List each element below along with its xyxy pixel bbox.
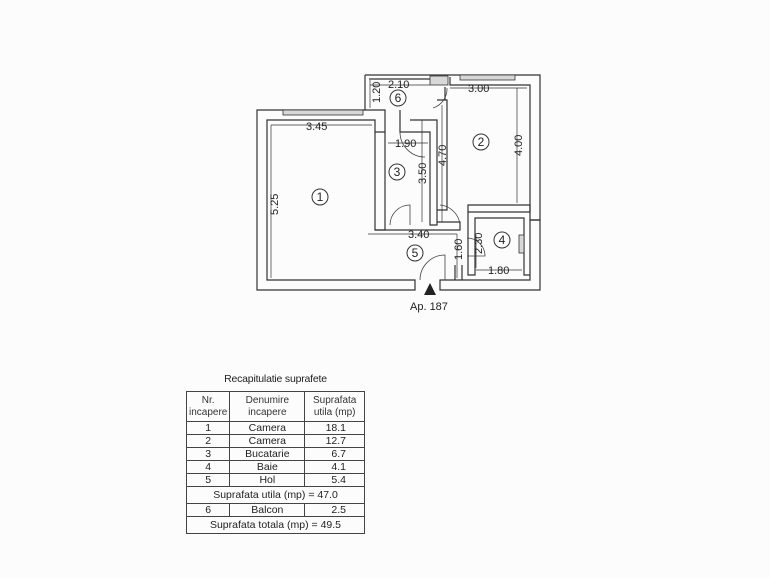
dim-kitchen-length: 3.50 <box>417 163 429 184</box>
cell-name: Bucatarie <box>229 447 306 461</box>
cell-nr: 3 <box>185 447 231 461</box>
room-6-marker: 6 <box>389 89 407 107</box>
dim-room2-width: 3.00 <box>468 83 489 95</box>
dim-room2-length: 4.00 <box>513 135 525 156</box>
apartment-label: Ap. 187 <box>410 301 448 313</box>
cell-nr: 4 <box>185 460 231 474</box>
header-area: Suprafata utila (mp) <box>304 391 365 422</box>
dimension-lines <box>270 80 527 278</box>
dim-room1-length: 5.25 <box>269 194 281 215</box>
cell-nr: 2 <box>185 434 231 448</box>
dim-corridor-length: 4.70 <box>437 145 449 166</box>
doors <box>389 87 486 281</box>
cell-area: 2.5 <box>304 503 365 517</box>
dim-hall-width: 3.40 <box>408 229 429 241</box>
entrance-arrow-icon <box>424 283 436 295</box>
svg-text:6: 6 <box>395 91 402 105</box>
cell-area: 5.4 <box>304 473 365 487</box>
room-4-marker: 4 <box>493 231 511 249</box>
header-name: Denumire incapere <box>229 391 306 422</box>
svg-text:3: 3 <box>394 165 401 179</box>
header-nr: Nr. incapere <box>185 391 231 422</box>
area-table: Nr. incapere Denumire incapere Suprafata… <box>185 391 365 534</box>
grand-total: Suprafata totala (mp) = 49.5 <box>186 516 365 534</box>
cell-name: Balcon <box>229 503 306 517</box>
cell-name: Hol <box>229 473 306 487</box>
cell-name: Camera <box>229 434 306 448</box>
useful-total: Suprafata utila (mp) = 47.0 <box>186 486 365 504</box>
dim-kitchen-width: 1.90 <box>395 138 416 150</box>
svg-text:2: 2 <box>478 135 485 149</box>
cell-name: Baie <box>229 460 306 474</box>
table-header-row: Nr. incapere Denumire incapere Suprafata… <box>185 391 365 422</box>
useful-total-row: Suprafata utila (mp) = 47.0 <box>186 486 365 504</box>
dimension-labels: 3.45 5.25 2.10 1.20 3.00 4.00 1.90 3.50 … <box>269 79 525 277</box>
table-row: 1 Camera 18.1 <box>185 421 365 435</box>
room-1-marker: 1 <box>311 188 329 206</box>
window <box>518 234 525 254</box>
cell-area: 18.1 <box>304 421 365 435</box>
svg-text:4: 4 <box>499 233 506 247</box>
cell-nr: 6 <box>185 503 231 517</box>
cell-name: Camera <box>229 421 306 435</box>
room-2-marker: 2 <box>472 133 490 151</box>
table-row: 2 Camera 12.7 <box>185 434 365 448</box>
cell-area: 12.7 <box>304 434 365 448</box>
table-row: 6 Balcon 2.5 <box>185 503 365 517</box>
dim-room1-width: 3.45 <box>306 121 327 133</box>
dim-bath-width: 1.80 <box>488 265 509 277</box>
cell-nr: 5 <box>185 473 231 487</box>
table-row: 3 Bucatarie 6.7 <box>185 447 365 461</box>
dim-hall-depth: 1.60 <box>453 239 465 260</box>
window <box>459 74 516 81</box>
window <box>282 109 364 116</box>
cell-nr: 1 <box>185 421 231 435</box>
svg-text:1: 1 <box>317 190 324 204</box>
summary-title: Recapitulatie suprafete <box>224 373 327 385</box>
room-5-marker: 5 <box>406 244 424 262</box>
table-row: 4 Baie 4.1 <box>185 460 365 474</box>
table-row: 5 Hol 5.4 <box>185 473 365 487</box>
dim-bath-depth: 2.30 <box>473 233 485 254</box>
dim-balcony-width: 2.10 <box>388 79 409 91</box>
area-summary: Recapitulatie suprafete Nr. incapere Den… <box>185 373 365 534</box>
window <box>429 75 449 86</box>
dim-balcony-depth: 1.20 <box>371 82 383 103</box>
cell-area: 6.7 <box>304 447 365 461</box>
room-3-marker: 3 <box>388 163 406 181</box>
cell-area: 4.1 <box>304 460 365 474</box>
walls <box>256 74 541 291</box>
svg-text:5: 5 <box>412 246 419 260</box>
grand-total-row: Suprafata totala (mp) = 49.5 <box>186 516 365 534</box>
